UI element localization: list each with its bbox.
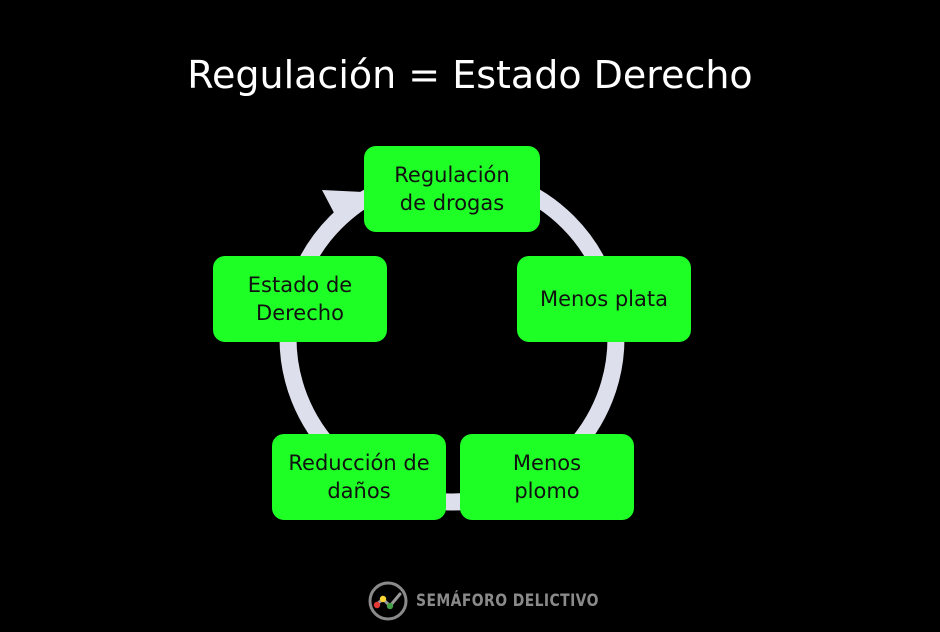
node-menos-plata: Menos plata [517,256,691,342]
semaforo-delictivo-logo-icon [368,581,408,621]
footer-logo: SEMÁFORO DELICTIVO [368,580,639,622]
node-regulacion-de-drogas: Regulación de drogas [364,146,540,232]
node-reduccion-de-danos: Reducción de daños [272,434,446,520]
node-estado-de-derecho: Estado de Derecho [213,256,387,342]
footer-logo-text: SEMÁFORO DELICTIVO [416,591,599,611]
node-menos-plomo: Menos plomo [460,434,634,520]
cycle-arrowhead-icon [322,190,363,228]
slide-title: Regulación = Estado Derecho [187,53,753,97]
